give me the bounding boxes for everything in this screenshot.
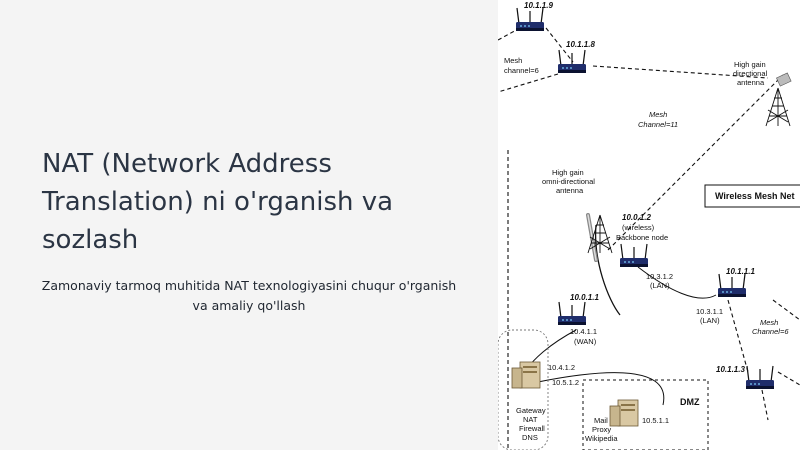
- mail-server-icon: [609, 399, 639, 427]
- backbone-role: Backbone node: [616, 233, 668, 242]
- backbone-ip: 10.0.1.2: [622, 213, 651, 222]
- router-wan-ip: 10.0.1.1: [570, 293, 599, 302]
- router-r1-ip: 10.1.1.9: [524, 1, 553, 10]
- router-right3-icon: [745, 365, 775, 390]
- directional-antenna-icon: [776, 72, 792, 87]
- mesh-box-title: Wireless Mesh Net: [715, 191, 794, 201]
- network-diagram: Wireless Mesh Net 10.1.1.9 10.1.1.8 Mesh…: [498, 0, 800, 450]
- lan-b: (LAN): [700, 316, 720, 325]
- ip-10-3-1-1: 10.3.1.1: [696, 307, 723, 316]
- slide-subtitle: Zamonaviy tarmoq muhitida NAT texnologiy…: [20, 276, 478, 316]
- gateway-zone: [498, 329, 549, 450]
- mesh11-line1: Mesh: [649, 110, 667, 119]
- router-r1-icon: [515, 7, 545, 32]
- gateway-server-icon: [511, 361, 541, 389]
- router-wan-icon: [557, 301, 587, 326]
- hg-dir-line3: antenna: [737, 78, 765, 87]
- hg-dir-line1: High gain: [734, 60, 766, 69]
- title-line-1: NAT (Network Address: [42, 149, 332, 179]
- wireless-mesh-box: Wireless Mesh Net: [704, 184, 800, 208]
- title-line-2: Translation) ni o'rganish va: [42, 187, 394, 217]
- mail-line2: Proxy: [592, 425, 611, 434]
- hg-dir-line2: directional: [733, 69, 768, 78]
- router-r2-icon: [557, 49, 587, 74]
- backbone-note: (wireless): [622, 223, 655, 232]
- router-backbone-icon: [619, 243, 649, 268]
- gateway-line3: Firewall: [519, 424, 545, 433]
- mesh6-b-line1: Mesh: [760, 318, 778, 327]
- hg-omni-line1: High gain: [552, 168, 584, 177]
- router-right1-icon: [717, 273, 747, 298]
- mail-line1: Mail: [594, 416, 608, 425]
- network-diagram-svg: Wireless Mesh Net 10.1.1.9 10.1.1.8 Mesh…: [498, 1, 800, 450]
- dmz-label: DMZ: [680, 397, 700, 407]
- hg-omni-line2: omni-directional: [542, 177, 595, 186]
- gateway-line1: Gateway: [516, 406, 546, 415]
- mesh-links: [498, 27, 800, 450]
- mesh11-line2: Channel=11: [638, 120, 678, 129]
- mesh6-b-line2: Channel=6: [752, 327, 789, 336]
- slide-title: NAT (Network Address Translation) ni o'r…: [42, 145, 462, 259]
- subtitle-line-1: Zamonaviy tarmoq muhitida NAT texnologiy…: [41, 278, 457, 293]
- directional-tower-icon: [765, 87, 791, 127]
- lan-a: (LAN): [650, 281, 670, 290]
- slide-title-block: NAT (Network Address Translation) ni o'r…: [42, 145, 462, 259]
- ip-10-4-1-2: 10.4.1.2: [548, 363, 575, 372]
- ip-10-3-1-2: 10.3.1.2: [646, 272, 673, 281]
- hg-omni-line3: antenna: [556, 186, 584, 195]
- ip-10-4-1-1: 10.4.1.1: [570, 327, 597, 336]
- mesh6-a-line1: Mesh: [504, 56, 522, 65]
- ip-10-5-1-2: 10.5.1.2: [552, 378, 579, 387]
- router-right1-ip: 10.1.1.1: [726, 267, 755, 276]
- subtitle-line-2: va amaliy qo'llash: [192, 298, 306, 313]
- ip-10-5-1-1: 10.5.1.1: [642, 416, 669, 425]
- title-line-3: sozlash: [42, 225, 139, 255]
- wan-label: (WAN): [574, 337, 597, 346]
- gateway-line4: DNS: [522, 433, 538, 442]
- antenna-omni: [586, 213, 598, 262]
- dmz-zone: [582, 379, 709, 450]
- mail-line3: Wikipedia: [585, 434, 618, 443]
- router-r2-ip: 10.1.1.8: [566, 40, 595, 49]
- gateway-line2: NAT: [523, 415, 538, 424]
- router-right3-ip: 10.1.1.3: [716, 365, 745, 374]
- mesh6-a-line2: channel=6: [504, 66, 539, 75]
